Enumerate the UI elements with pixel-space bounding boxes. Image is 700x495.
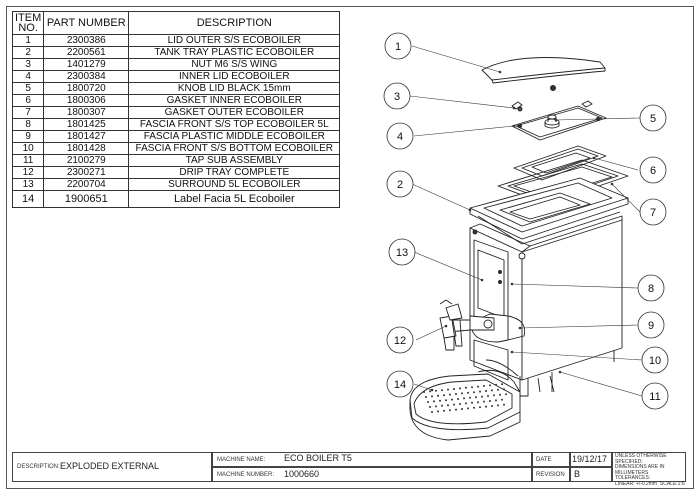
- balloon-item-5: 5: [639, 104, 667, 132]
- tolerance-cell: UNLESS OTHERWISE SPECIFIED: DIMENSIONS A…: [612, 452, 686, 486]
- tolerance-row: LINEAR: +/-0.2mm SCALE:1:6: [615, 480, 685, 488]
- balloon-number: 13: [396, 247, 408, 259]
- balloon-number: 10: [649, 355, 661, 367]
- balloon-number: 8: [648, 283, 654, 295]
- machine-name-label: MACHINE NAME:: [217, 457, 266, 463]
- balloon-item-13: 13: [388, 238, 416, 266]
- balloon-number: 7: [650, 207, 656, 219]
- tap-sub-assembly-part: [439, 299, 495, 351]
- machine-number-label: MACHINE NUMBER:: [217, 472, 275, 478]
- balloon-item-3: 3: [383, 82, 411, 110]
- tolerance-line-4: LINEAR: +/-0.2mm: [615, 480, 658, 487]
- balloon-item-7: 7: [639, 198, 667, 226]
- machine-name-value: ECO BOILER T5: [284, 453, 352, 463]
- lid-outer-part: [481, 57, 606, 91]
- balloon-item-12: 12: [386, 326, 414, 354]
- machine-number-value: 1000660: [284, 469, 320, 479]
- date-value: 19/12/17: [572, 454, 608, 464]
- machine-name-cell: MACHINE NAME:: [212, 452, 532, 467]
- cell-description: Label Facia 5L Ecoboiler: [128, 190, 341, 208]
- tolerance-line-3: TOLERANCES:: [615, 475, 651, 481]
- description-label: DESCRIPTION:: [17, 464, 60, 470]
- fascia-front-bottom-part: [473, 339, 519, 381]
- balloon-number: 5: [650, 113, 656, 125]
- balloon-number: 1: [395, 41, 401, 53]
- date-label: DATE: [536, 457, 552, 463]
- balloon-item-14: 14: [386, 370, 414, 398]
- lid-knob-part: [544, 114, 560, 129]
- header-description: DESCRIPTION: [128, 11, 341, 35]
- balloon-number: 11: [649, 391, 660, 403]
- balloon-number: 12: [394, 335, 406, 347]
- drawing-sheet-border: [6, 6, 694, 489]
- revision-label: REVISION: [536, 472, 565, 478]
- gasket-inner-part: [513, 145, 607, 181]
- balloon-number: 14: [394, 379, 406, 391]
- balloon-item-6: 6: [639, 156, 667, 184]
- scale-label: SCALE:1:6: [659, 480, 685, 487]
- balloon-item-2: 2: [386, 170, 414, 198]
- machine-number-cell: MACHINE NUMBER:: [212, 467, 532, 482]
- parts-list-header: ITEM NO. PART NUMBER DESCRIPTION: [11, 11, 341, 35]
- cell-item-no: 14: [11, 190, 45, 208]
- drip-tray-holes: [423, 383, 507, 413]
- balloon-number: 4: [397, 131, 403, 143]
- date-label-cell: DATE: [532, 452, 570, 467]
- revision-value-cell: [570, 467, 612, 482]
- tolerance-line-1: UNLESS OTHERWISE SPECIFIED:: [615, 453, 667, 465]
- tank-tray-part: [469, 177, 629, 245]
- balloon-number: 6: [650, 165, 656, 177]
- balloon-item-10: 10: [641, 346, 669, 374]
- balloon-item-11: 11: [641, 382, 669, 410]
- balloon-item-8: 8: [637, 274, 665, 302]
- date-value-cell: [570, 452, 612, 467]
- revision-label-cell: REVISION: [532, 467, 570, 482]
- leader-dots: [430, 70, 614, 392]
- balloon-number: 2: [397, 179, 403, 191]
- revision-value: B: [574, 469, 581, 479]
- tolerance-line-2: DIMENSIONS ARE IN MILLIMETERS: [615, 464, 665, 476]
- title-block: DESCRIPTION: EXPLODED EXTERNAL MACHINE N…: [12, 452, 686, 486]
- balloon-item-4: 4: [386, 122, 414, 150]
- balloon-item-9: 9: [637, 311, 665, 339]
- header-part-number: PART NUMBER: [43, 11, 130, 35]
- description-cell: DESCRIPTION:: [12, 452, 212, 482]
- balloon-number: 3: [394, 91, 400, 103]
- leader-lines: [409, 45, 643, 397]
- balloon-item-1: 1: [384, 32, 412, 60]
- balloon-number: 9: [648, 320, 654, 332]
- description-value: EXPLODED EXTERNAL: [60, 461, 160, 471]
